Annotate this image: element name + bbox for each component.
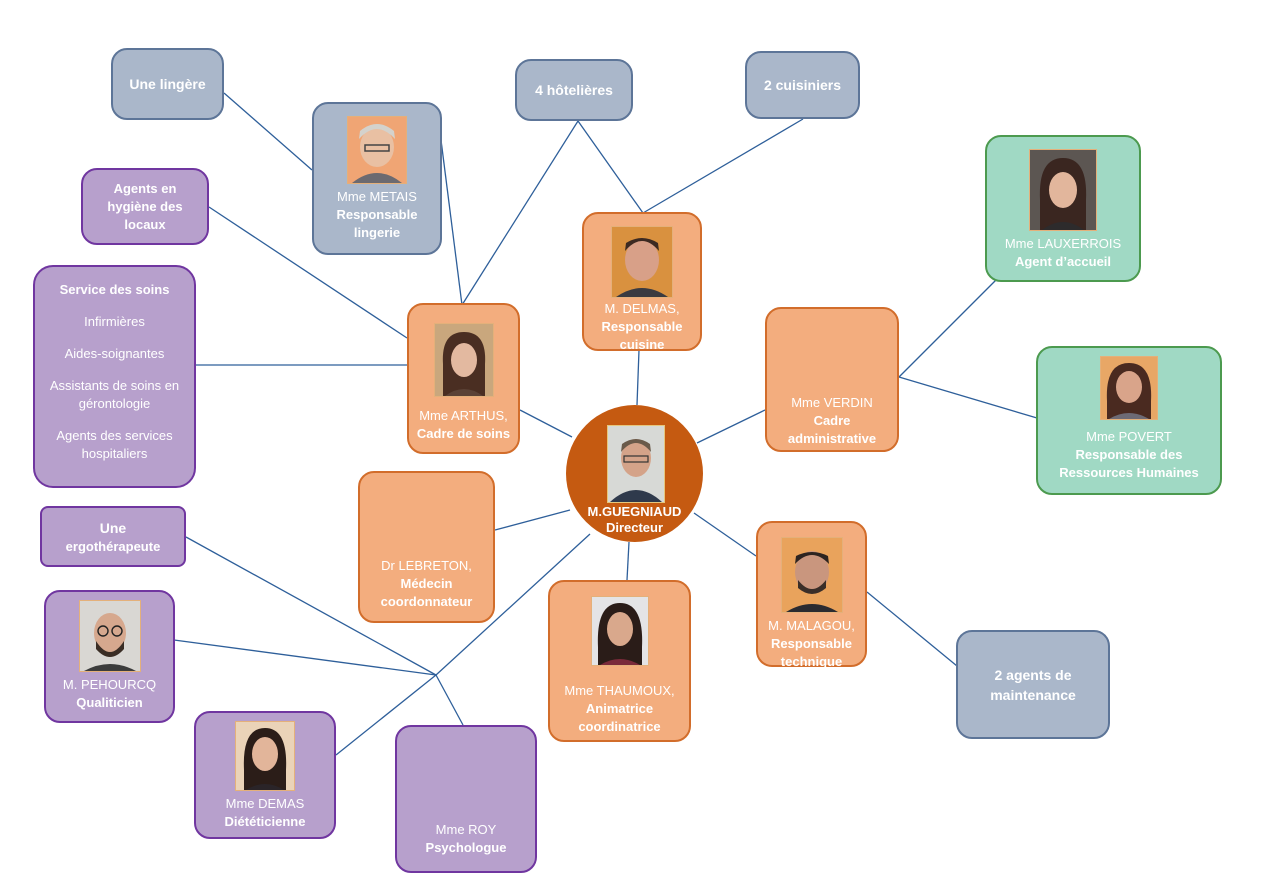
lebreton-box: Dr LEBRETON, Médecin coordonnateur [358, 471, 495, 623]
hygiene-line-3: locaux [124, 216, 166, 232]
thaumoux-photo [590, 596, 649, 666]
verdin-role-2: administrative [787, 431, 877, 446]
maintenance-line-2: maintenance [990, 686, 1076, 703]
line-thaumoux-director [626, 541, 630, 581]
ergo-line-2: ergothérapeute [65, 538, 161, 554]
soins-title: Service des soins [59, 282, 170, 297]
maintenance-line-1: 2 agents de [994, 666, 1072, 683]
line-roy-hub [435, 674, 464, 726]
line-verdin-lauxerrois [898, 279, 997, 378]
verdin-role-1: Cadre [813, 413, 851, 428]
pehourcq-box: M. PEHOURCQ Qualiticien [44, 590, 175, 723]
pehourcq-role: Qualiticien [76, 695, 143, 710]
lauxerrois-box: Mme LAUXERROIS Agent d’accueil [985, 135, 1141, 282]
line-malagou-director [693, 512, 757, 557]
povert-box: Mme POVERT Responsable des Ressources Hu… [1036, 346, 1222, 495]
line-malagou-maintenance [866, 591, 958, 667]
lebreton-role-1: Médecin [400, 576, 453, 591]
lauxerrois-photo [1029, 149, 1097, 231]
delmas-photo [611, 226, 673, 298]
povert-name: Mme POVERT [1086, 429, 1172, 444]
verdin-box: Mme VERDIN Cadre administrative [765, 307, 899, 452]
verdin-name: Mme VERDIN [791, 395, 873, 410]
line-verdin-director [696, 409, 766, 444]
roy-role: Psychologue [425, 840, 507, 855]
hotelieres-label: 4 hôtelières [535, 82, 613, 98]
line-lingere-metais [223, 92, 313, 171]
demas-name: Mme DEMAS [225, 796, 305, 811]
metais-photo [347, 116, 407, 184]
line-hotelieres-arthus [461, 120, 579, 306]
arthus-name: Mme ARTHUS, [419, 408, 508, 423]
soins-item: Assistants de soins en gérontologie [49, 378, 180, 411]
arthus-photo [433, 323, 494, 397]
povert-role-1: Responsable des [1075, 447, 1183, 462]
arthus-role: Cadre de soins [416, 426, 511, 441]
line-ergo-hub [185, 536, 437, 676]
thaumoux-name: Mme THAUMOUX, [564, 683, 675, 698]
malagou-role-1: Responsable [771, 636, 852, 651]
thaumoux-role-1: Animatrice [585, 701, 654, 716]
hygiene-line-1: Agents en [113, 180, 177, 196]
cuisiniers-label: 2 cuisiniers [763, 77, 842, 93]
line-delmas-director [636, 349, 640, 406]
director-node: M.GUEGNIAUD Directeur [566, 405, 703, 542]
maintenance-box: 2 agents de maintenance [956, 630, 1110, 739]
metais-name: Mme METAIS [337, 189, 417, 204]
pehourcq-photo [78, 600, 141, 672]
delmas-role-1: Responsable [601, 319, 683, 334]
soins-box: Service des soins Infirmières Aides-soig… [33, 265, 196, 488]
delmas-role-2: cuisine [619, 337, 665, 352]
delmas-name: M. DELMAS, [604, 301, 680, 316]
line-lebreton-director [494, 509, 571, 531]
lingere-box: Une lingère [111, 48, 224, 120]
hygiene-line-2: hygiène des [107, 198, 183, 214]
lauxerrois-role: Agent d’accueil [1014, 254, 1112, 269]
soins-item: Aides-soignantes [64, 346, 165, 361]
roy-name: Mme ROY [435, 822, 497, 837]
ergo-line-1: Une [99, 519, 127, 536]
thaumoux-role-2: coordinatrice [578, 719, 661, 734]
director-role: Directeur [605, 520, 664, 535]
soins-item: Agents des services hospitaliers [56, 428, 173, 461]
pehourcq-name: M. PEHOURCQ [62, 677, 157, 692]
line-hygiene-arthus [208, 206, 408, 339]
metais-role-1: Responsable [336, 207, 418, 222]
hotelieres-box: 4 hôtelières [515, 59, 633, 121]
soins-item: Infirmières [84, 314, 145, 329]
malagou-photo [780, 537, 843, 613]
thaumoux-box: Mme THAUMOUX, Animatrice coordinatrice [548, 580, 691, 742]
line-hotelieres-delmas [577, 120, 644, 214]
line-demas-hub [335, 674, 437, 756]
line-pehourcq-hub [173, 639, 437, 676]
cuisiniers-box: 2 cuisiniers [745, 51, 860, 119]
lingere-label: Une lingère [129, 76, 206, 92]
arthus-box: Mme ARTHUS, Cadre de soins [407, 303, 520, 454]
line-director-hub [435, 533, 591, 676]
director-name: M.GUEGNIAUD [587, 504, 682, 519]
lebreton-name: Dr LEBRETON, [381, 558, 472, 573]
hygiene-box: Agents en hygiène des locaux [81, 168, 209, 245]
demas-box: Mme DEMAS Diététicienne [194, 711, 336, 839]
malagou-name: M. MALAGOU, [768, 618, 855, 633]
malagou-role-2: technique [780, 654, 843, 669]
povert-photo [1100, 356, 1158, 420]
lebreton-role-2: coordonnateur [380, 594, 473, 609]
metais-role-2: lingerie [353, 225, 401, 240]
roy-box: Mme ROY Psychologue [395, 725, 537, 873]
malagou-box: M. MALAGOU, Responsable technique [756, 521, 867, 669]
line-arthus-director [519, 409, 573, 438]
line-metais-arthus [440, 139, 463, 306]
director-photo [607, 425, 665, 503]
demas-role: Diététicienne [224, 814, 306, 829]
line-cuisiniers-delmas [642, 118, 804, 214]
delmas-box: M. DELMAS, Responsable cuisine [582, 212, 702, 352]
line-verdin-povert [898, 376, 1038, 419]
povert-role-2: Ressources Humaines [1059, 465, 1199, 480]
ergo-box: Une ergothérapeute [40, 506, 186, 567]
metais-box: Mme METAIS Responsable lingerie [312, 102, 442, 255]
demas-photo [235, 721, 295, 791]
lauxerrois-name: Mme LAUXERROIS [1004, 236, 1122, 251]
